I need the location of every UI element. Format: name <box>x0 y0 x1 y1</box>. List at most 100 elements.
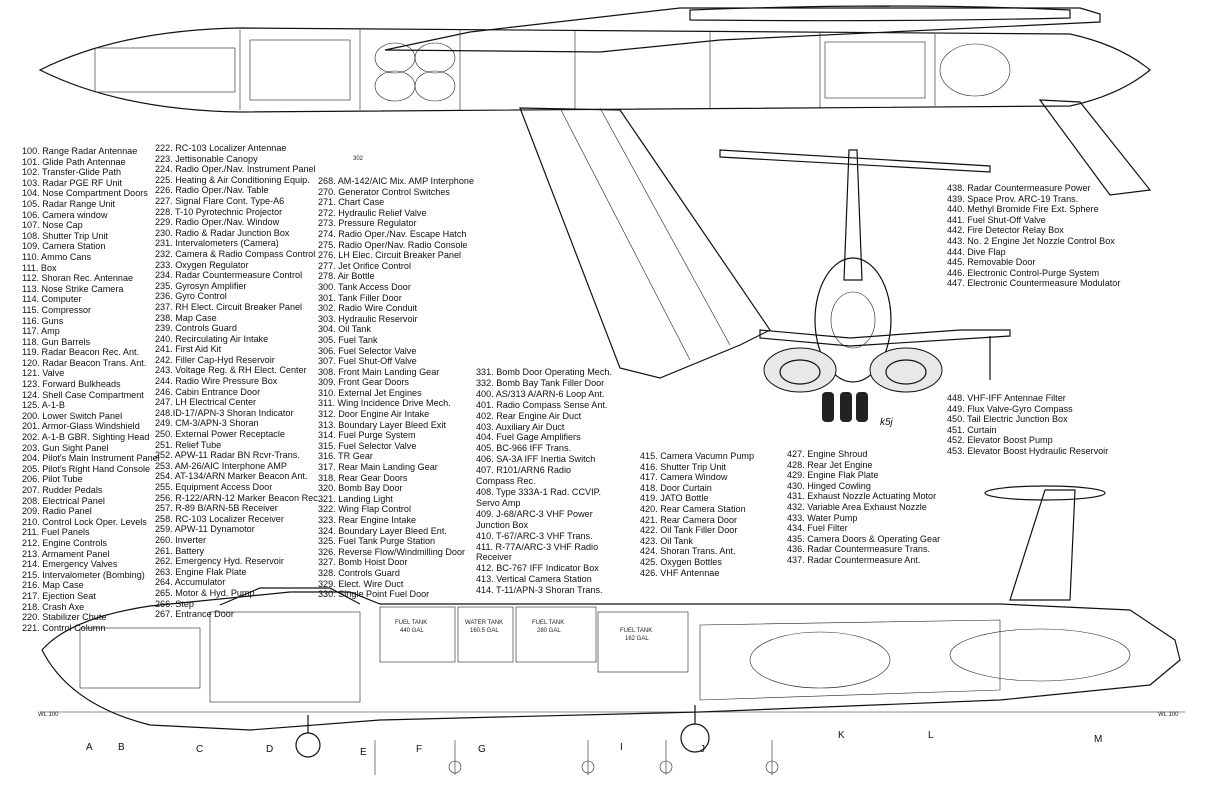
legend-item: 206. Pilot Tube <box>22 474 83 485</box>
legend-item: 259. APW-11 Dynamotor <box>155 524 255 535</box>
top-view-lower-wing <box>519 107 771 379</box>
legend-item: 431. Exhaust Nozzle Actuating Motor <box>787 491 937 502</box>
legend-item: 229. Radio Oper./Nav. Window <box>155 217 280 228</box>
side-view-fuel-tank-forward <box>379 606 456 663</box>
legend-item: 423. Oil Tank <box>640 535 693 546</box>
legend-item: 237. RH Elect. Circuit Breaker Panel <box>155 301 303 312</box>
legend-item: 309. Front Gear Doors <box>318 377 409 388</box>
top-view-upper-wing-tank <box>689 5 1071 22</box>
legend-item: 265. Motor & Hyd. Pump <box>155 587 255 598</box>
side-view-canopy <box>219 587 361 606</box>
legend-item: 256. R-122/ARN-12 Marker Beacon Rec. <box>155 492 321 503</box>
svg-text:K: K <box>838 730 845 741</box>
legend-item: 446. Electronic Control-Purge System <box>947 267 1100 278</box>
top-view-upper-wing <box>384 7 1101 53</box>
legend-item: 328. Controls Guard <box>318 567 400 578</box>
legend-item: 434. Fuel Filter <box>787 523 848 534</box>
legend-item: 110. Ammo Cans <box>22 251 92 262</box>
legend-item: 410. T-67/ARC-3 VHF Trans. <box>476 530 593 541</box>
front-view-wing <box>759 329 1011 347</box>
legend-item: 329. Elect. Wire Duct <box>318 578 404 589</box>
legend-item: 327. Bomb Hoist Door <box>318 557 408 568</box>
legend-item: 301. Tank Filler Door <box>318 292 402 303</box>
legend-item: 306. Fuel Selector Valve <box>318 345 417 356</box>
legend-item: 217. Ejection Seat <box>22 590 96 601</box>
legend-item: 419. JATO Bottle <box>640 493 709 504</box>
legend-item: 439. Space Prov. ARC-19 Trans. <box>947 193 1079 204</box>
legend-item: 103. Radar PGE RF Unit <box>22 177 123 188</box>
legend-item: 207. Rudder Pedals <box>22 485 103 495</box>
legend-item: 210. Control Lock Oper. Levels <box>22 516 147 527</box>
legend-item: 247. LH Electrical Center <box>155 397 257 408</box>
legend-item: 271. Chart Case <box>318 197 385 208</box>
svg-text:162 GAL: 162 GAL <box>625 636 649 642</box>
top-view-fuselage <box>38 27 1151 113</box>
legend-item: 303. Hydraulic Reservoir <box>318 313 418 324</box>
legend-item: 302. Radio Wire Conduit <box>318 303 418 314</box>
legend-item: 448. VHF-IFF Antennae Filter <box>947 393 1066 403</box>
svg-text:WL 100: WL 100 <box>1158 712 1179 718</box>
legend-item: 264. Accumulator <box>155 577 226 588</box>
svg-text:J: J <box>700 744 705 755</box>
legend-item: 406. SA-3A IFF Inertia Switch <box>476 454 596 465</box>
legend-item: 447. Electronic Countermeasure Modulator <box>947 278 1121 289</box>
svg-text:WATER TANK: WATER TANK <box>465 620 503 626</box>
legend-item: 430. Hinged Cowling <box>787 480 871 491</box>
legend-item: 205. Pilot's Right Hand Console <box>22 463 151 474</box>
svg-text:C: C <box>196 744 203 755</box>
legend-item: 422. Oil Tank Filler Door <box>640 525 738 536</box>
legend-item: 412. BC-767 IFF Indicator Box <box>476 563 599 574</box>
legend-item: 310. External Jet Engines <box>318 387 422 398</box>
legend-item: 268. AM-142/AIC Mix. AMP Interphone <box>318 176 475 186</box>
legend-item: 428. Rear Jet Engine <box>787 459 873 470</box>
legend-item: 318. Rear Gear Doors <box>318 472 408 483</box>
legend-item: 433. Water Pump <box>787 512 858 523</box>
legend-item: 435. Camera Doors & Operating Gear <box>787 533 941 544</box>
legend-item: 115. Compressor <box>22 304 92 315</box>
legend-item: 100. Range Radar Antennae <box>22 146 138 156</box>
legend-item: 402. Rear Engine Air Duct <box>476 410 582 421</box>
legend-item: 320. Bomb Bay Door <box>318 483 403 494</box>
legend-item: 208. Electrical Panel <box>22 495 105 506</box>
legend-item: 117. Amp <box>22 326 60 337</box>
legend-item: 113. Nose Strike Camera <box>22 283 124 294</box>
legend-item: 325. Fuel Tank Purge Station <box>318 536 436 547</box>
legend-item: 111. Box <box>22 262 57 273</box>
legend-item: 118. Gun Barrels <box>22 336 91 347</box>
legend-item: 235. Gyrosyn Amplifier <box>155 280 247 291</box>
legend-item: 414. T-11/APN-3 Shoran Trans. <box>476 585 603 596</box>
legend-item: 209. Radio Panel <box>22 506 92 517</box>
legend-item: 418. Door Curtain <box>640 482 712 493</box>
legend-item: 449. Flux Valve-Gyro Compass <box>947 403 1073 414</box>
legend-item: 221. Control Column <box>22 622 106 633</box>
svg-text:F: F <box>416 744 422 755</box>
legend-item: 255. Equipment Access Door <box>155 482 273 492</box>
svg-text:280 GAL: 280 GAL <box>537 628 561 634</box>
side-view-water-tank <box>457 606 514 663</box>
legend-item: 276. LH Elec. Circuit Breaker Panel <box>318 250 462 261</box>
legend-item: 101. Glide Path Antennae <box>22 156 126 167</box>
legend-item: 254. AT-134/ARN Marker Beacon Ant. <box>155 471 308 482</box>
legend-item: 204. Pilot's Main Instrument Panel <box>22 453 160 464</box>
legend-item: 326. Reverse Flow/Windmilling Door <box>318 546 466 557</box>
legend-item: 201. Armor-Glass Windshield <box>22 421 140 432</box>
legend-item: 119. Radar Beacon Rec. Ant. <box>22 347 140 358</box>
svg-text:D: D <box>266 744 273 755</box>
legend-item: 116. Guns <box>22 315 64 326</box>
legend-item: 105. Radar Range Unit <box>22 198 116 209</box>
legend-item: 314. Fuel Purge System <box>318 430 416 441</box>
legend-item: 442. Fire Detector Relay Box <box>947 225 1064 236</box>
legend-item: 425. Oxygen Bottles <box>640 556 722 567</box>
legend-item: 253. AM-26/AIC Interphone AMP <box>155 460 287 471</box>
side-view-fuel-tank-aft <box>597 611 689 673</box>
legend-item: 405. BC-966 IFF Trans. <box>476 443 572 454</box>
legend-item: 413. Vertical Camera Station <box>476 574 592 585</box>
svg-text:E: E <box>360 747 367 758</box>
legend-item: 403. Auxiliary Air Duct <box>476 421 565 432</box>
front-view: k5j <box>719 149 1011 428</box>
legend-item: 224. Radio Oper./Nav. Instrument Panel <box>155 164 316 175</box>
legend-item: 407. R101/ARN6 Radio <box>476 465 572 476</box>
legend-item: 443. No. 2 Engine Jet Nozzle Control Box <box>947 235 1115 246</box>
